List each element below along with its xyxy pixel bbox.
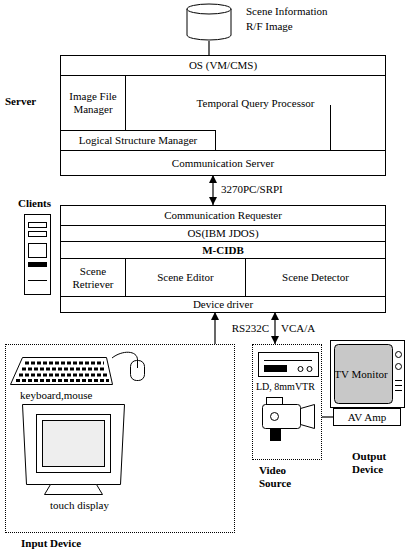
- module-box: Scene Retriever: [60, 258, 126, 297]
- node-heading: Scene Information: [246, 5, 328, 18]
- client-computer-icon: [25, 215, 51, 295]
- node-text: Logical Structure Manager: [77, 134, 200, 147]
- device-label: keyboard,mouse: [20, 389, 92, 402]
- node-text: Communication Server: [170, 157, 276, 170]
- module-box: Scene Editor: [125, 258, 246, 297]
- database-cylinder: Scene InformationR/F Image: [186, 3, 232, 41]
- cylinder-outline: [186, 3, 232, 41]
- device-label: LD, 8mmVTR: [256, 381, 315, 393]
- keyboard-icon: [11, 358, 113, 385]
- video-camera-icon: [263, 398, 315, 441]
- device-label: touch display: [50, 499, 109, 512]
- module-box: Logical Structure Manager: [60, 130, 216, 151]
- video-player-icon: [259, 353, 319, 377]
- module-box: Scene Detector: [245, 258, 386, 297]
- input-arrow: [214, 312, 215, 344]
- os-layer: OS (VM/CMS): [60, 55, 386, 76]
- signal-label: VCA/A: [281, 322, 315, 335]
- node-text: OS(IBM JDOS): [185, 227, 260, 240]
- tv-monitor: TV Monitor: [330, 340, 405, 408]
- node-text: Scene Editor: [155, 271, 216, 284]
- client-box: Communication RequesterOS(IBM JDOS) M-CID…: [60, 205, 385, 312]
- os-layer: OS(IBM JDOS): [60, 225, 386, 242]
- signal-label: 3270PC/SRPI: [221, 183, 283, 196]
- node-text: Temporal Query Processor: [195, 97, 317, 110]
- touch-display-icon: [23, 405, 125, 495]
- node-text: Communication Requester: [162, 209, 284, 222]
- server-box: OS (VM/CMS) Image File Manager Temporal Qu…: [60, 55, 385, 175]
- group-heading: Output Device: [352, 450, 397, 475]
- device-group: Video Source: [252, 344, 322, 460]
- node-heading: R/F Image: [246, 20, 293, 33]
- system-layer: M-CIDB: [60, 241, 386, 259]
- signal-label: RS232C: [232, 322, 269, 335]
- av-cable: [322, 416, 333, 417]
- storage-link: [208, 41, 209, 55]
- network-link: [212, 175, 213, 205]
- device-group: Input Device: [5, 344, 235, 533]
- control-link: [274, 312, 275, 344]
- communication-layer: Communication Server: [60, 150, 386, 176]
- node-text: Scene Detector: [280, 271, 351, 284]
- node-heading: Server: [5, 95, 36, 108]
- node-heading: Input Device: [21, 537, 81, 550]
- node-heading: Clients: [18, 197, 51, 210]
- module-box: Image File Manager: [60, 75, 126, 131]
- communication-layer: Communication Requester: [60, 205, 386, 226]
- node-heading: Video Source: [259, 464, 304, 489]
- node-text: Image File Manager: [61, 90, 125, 115]
- driver-layer: Device driver: [60, 296, 386, 313]
- node-text: Scene Retriever: [61, 265, 125, 290]
- mouse-icon: [112, 352, 145, 380]
- node-text: TV Monitor: [332, 368, 389, 381]
- node-text: OS (VM/CMS): [187, 59, 259, 72]
- amplifier-box: AV Amp: [333, 408, 401, 426]
- node-text: M-CIDB: [200, 244, 246, 257]
- node-text: Device driver: [191, 298, 255, 311]
- node-text: AV Amp: [346, 411, 388, 424]
